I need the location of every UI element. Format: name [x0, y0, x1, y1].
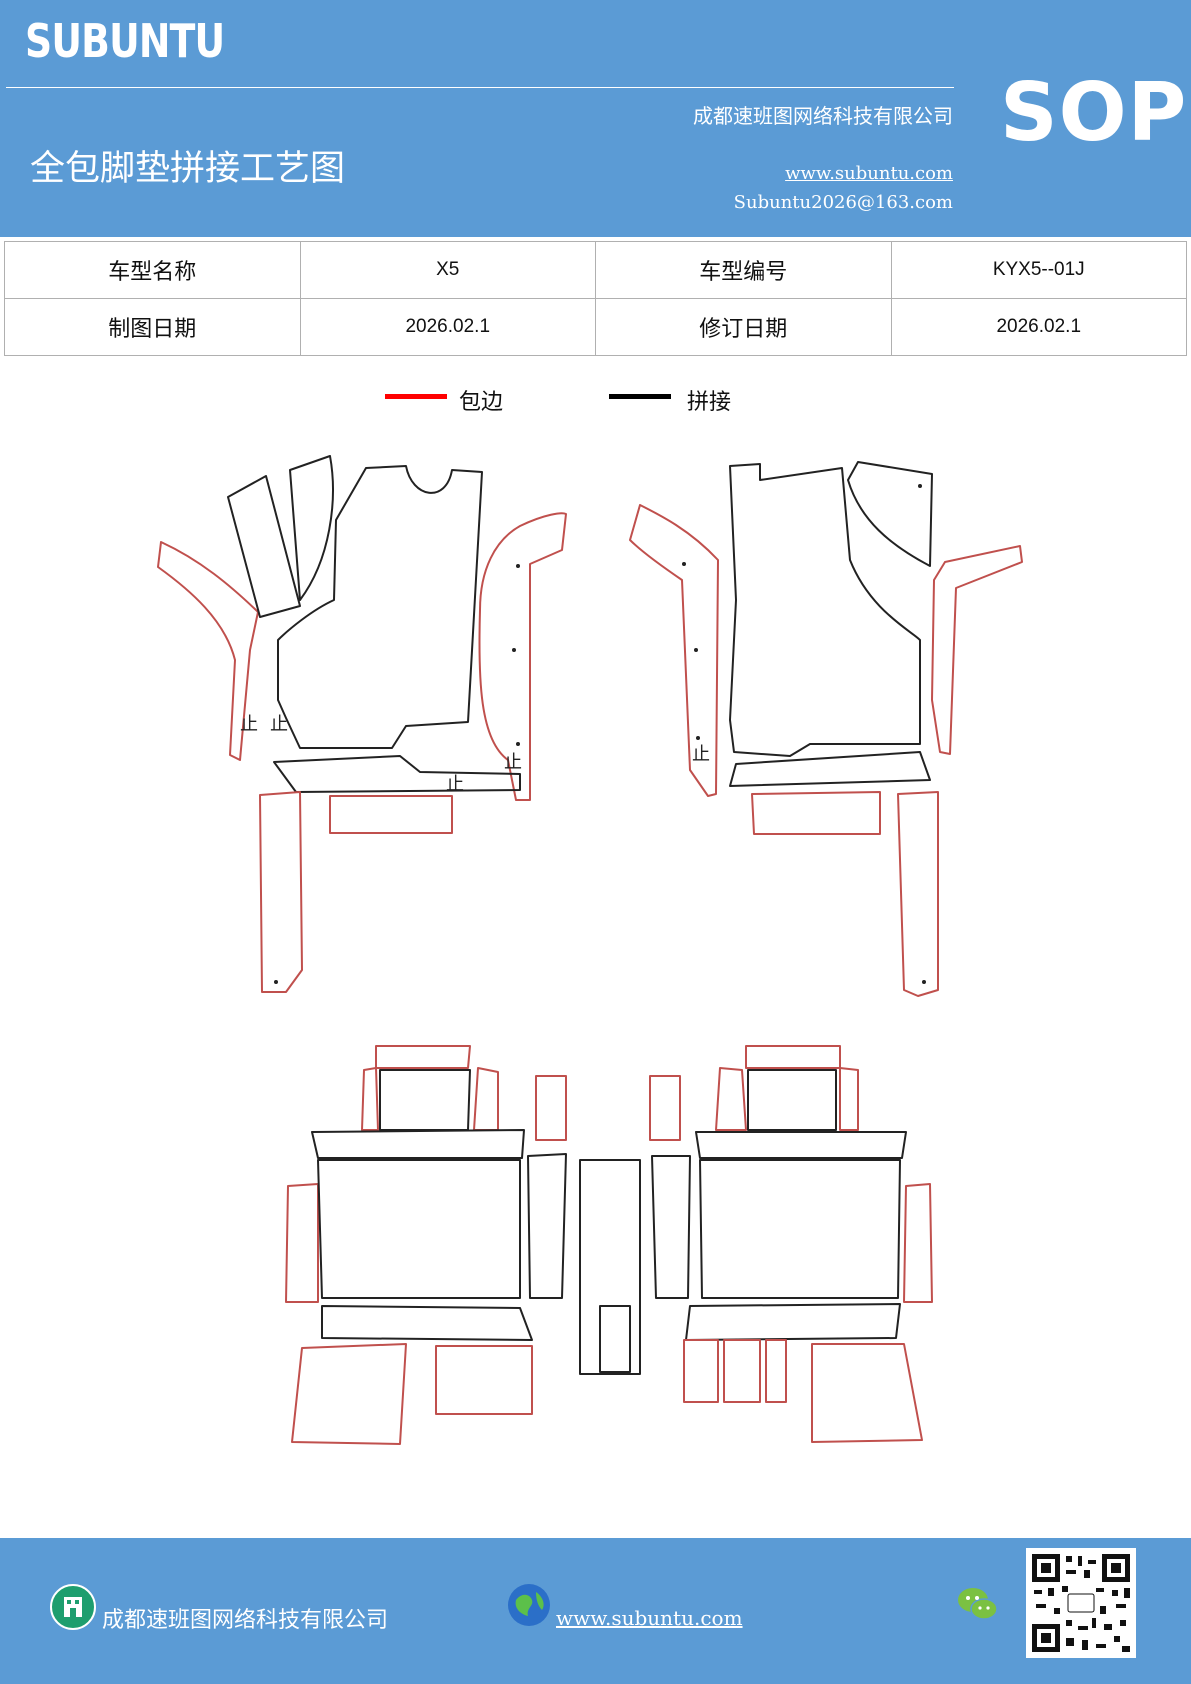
- info-table: 车型名称 X5 车型编号 KYX5--01J 制图日期 2026.02.1 修订…: [4, 241, 1187, 356]
- mat-piece: [903, 1183, 933, 1303]
- company-name: 成都速班图网络科技有限公司: [693, 104, 953, 128]
- mat-piece: [629, 504, 719, 797]
- mat-piece: [765, 1339, 787, 1403]
- mat-piece: [527, 1153, 567, 1299]
- mat-piece: [435, 1345, 533, 1415]
- mat-piece: [273, 755, 521, 793]
- stop-mark: 止: [240, 714, 258, 735]
- stop-mark: 止: [692, 744, 710, 765]
- stop-mark: 止: [504, 752, 522, 773]
- header-divider: [6, 87, 954, 88]
- legend-swatch-seam: [609, 394, 671, 399]
- mat-piece: [651, 1155, 691, 1299]
- revise-date-label: 修订日期: [595, 298, 892, 356]
- legend-label-edge: 包边: [459, 390, 504, 415]
- mat-piece: [579, 1159, 641, 1375]
- legend: 包边 拼接: [0, 388, 1191, 428]
- mat-piece: [729, 751, 931, 787]
- mat-piece: [931, 545, 1023, 755]
- mat-piece: [685, 1303, 901, 1341]
- mat-piece: [227, 475, 301, 618]
- table-row: 车型名称 X5 车型编号 KYX5--01J: [4, 241, 1187, 299]
- front-right-mats: [629, 461, 1023, 997]
- mat-piece: [695, 1131, 907, 1159]
- rear-left-mats: [285, 1045, 641, 1445]
- website-link[interactable]: www.subuntu.com: [785, 163, 953, 184]
- mat-piece: [361, 1067, 379, 1131]
- mat-piece: [897, 791, 939, 997]
- mat-piece: [649, 1075, 681, 1141]
- footer-banner: 成都速班图网络科技有限公司 www.subuntu.com: [0, 1538, 1191, 1684]
- qr-code[interactable]: [1026, 1548, 1136, 1658]
- model-code-value: KYX5--01J: [890, 241, 1187, 299]
- mat-piece: [478, 512, 567, 801]
- model-name-label: 车型名称: [4, 241, 301, 299]
- mat-piece: [847, 461, 933, 567]
- page-title: 全包脚垫拼接工艺图: [30, 149, 346, 189]
- legend-swatch-edge: [385, 394, 447, 399]
- draw-date-label: 制图日期: [4, 298, 301, 356]
- footer-website[interactable]: www.subuntu.com: [556, 1606, 743, 1630]
- mat-piece: [285, 1183, 319, 1303]
- brand-logo: SUBUNTU: [25, 14, 225, 68]
- mat-piece: [535, 1075, 567, 1141]
- mat-piece: [277, 465, 483, 749]
- model-name-value: X5: [299, 241, 596, 299]
- email-address: Subuntu2026@163.com: [733, 192, 953, 213]
- mat-piece: [473, 1067, 499, 1131]
- mat-piece: [747, 1069, 837, 1131]
- mat-piece: [157, 541, 259, 761]
- stop-mark: 止: [270, 714, 288, 735]
- draw-date-value: 2026.02.1: [299, 298, 596, 356]
- model-code-label: 车型编号: [595, 241, 892, 299]
- mat-piece: [683, 1339, 719, 1403]
- mat-piece: [751, 791, 881, 835]
- stop-mark: 止: [446, 774, 464, 795]
- mat-piece: [259, 791, 303, 993]
- mat-piece: [379, 1069, 471, 1131]
- mat-piece: [839, 1067, 859, 1131]
- legend-label-seam: 拼接: [687, 390, 732, 415]
- rear-right-mats: [649, 1045, 933, 1443]
- sop-badge: SOP: [1000, 66, 1188, 159]
- mat-piece: [311, 1129, 525, 1159]
- table-row: 制图日期 2026.02.1 修订日期 2026.02.1: [4, 298, 1187, 356]
- mat-piece: [715, 1067, 747, 1131]
- front-left-mats: [157, 455, 567, 993]
- mat-piece: [329, 795, 453, 834]
- revise-date-value: 2026.02.1: [890, 298, 1187, 356]
- building-icon: [50, 1584, 96, 1630]
- mat-piece: [745, 1045, 841, 1069]
- mat-piece: [699, 1159, 901, 1299]
- mat-piece: [723, 1339, 761, 1403]
- mat-piece: [289, 455, 334, 601]
- mat-piece: [291, 1343, 407, 1445]
- mat-piece: [811, 1343, 923, 1443]
- mat-diagram: 止 止 止 止 止: [157, 455, 1023, 1445]
- mat-piece: [729, 463, 921, 757]
- globe-icon: [508, 1584, 550, 1626]
- mat-piece: [375, 1045, 471, 1069]
- mat-piece: [321, 1305, 533, 1341]
- wechat-icon[interactable]: [956, 1584, 1000, 1624]
- stop-marks: 止 止 止 止 止: [240, 714, 710, 795]
- footer-company: 成都速班图网络科技有限公司: [102, 1608, 389, 1633]
- header-banner: SUBUNTU 成都速班图网络科技有限公司 全包脚垫拼接工艺图 www.subu…: [0, 0, 1191, 237]
- mat-piece: [599, 1305, 631, 1373]
- mat-piece: [317, 1159, 521, 1299]
